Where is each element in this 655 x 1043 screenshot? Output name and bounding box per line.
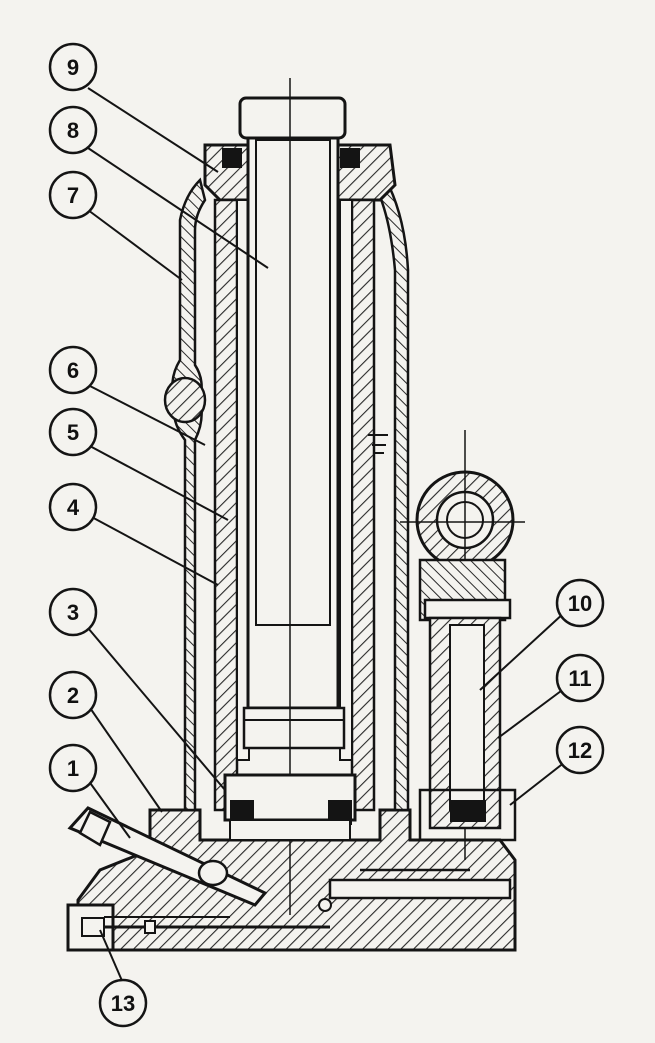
callout-leader-lines <box>87 87 566 984</box>
svg-text:13: 13 <box>111 991 135 1016</box>
main-cylinder <box>213 198 376 812</box>
jack-base <box>66 808 517 952</box>
callout-13: 13 <box>98 978 148 1028</box>
callout-9: 9 <box>48 42 98 92</box>
callout-11: 11 <box>555 653 605 703</box>
svg-text:9: 9 <box>67 55 79 80</box>
svg-text:2: 2 <box>67 683 79 708</box>
svg-text:11: 11 <box>568 666 591 691</box>
svg-text:8: 8 <box>67 118 79 143</box>
svg-text:1: 1 <box>67 756 79 781</box>
callout-5: 5 <box>48 407 98 457</box>
callout-10: 10 <box>555 578 605 628</box>
callout-6: 6 <box>48 345 98 395</box>
svg-text:10: 10 <box>568 591 592 616</box>
svg-text:3: 3 <box>67 600 79 625</box>
oil-level-mark <box>368 434 388 454</box>
callout-2: 2 <box>48 670 98 720</box>
svg-text:6: 6 <box>67 358 79 383</box>
callout-4: 4 <box>48 482 98 532</box>
release-valve-screw <box>67 806 268 907</box>
ram-plunger <box>238 78 347 915</box>
svg-text:12: 12 <box>568 738 592 763</box>
svg-text:5: 5 <box>67 420 79 445</box>
svg-text:4: 4 <box>67 495 80 520</box>
svg-text:7: 7 <box>67 183 79 208</box>
callout-1: 1 <box>48 743 98 793</box>
callout-3: 3 <box>48 587 98 637</box>
pump-assembly <box>400 430 525 860</box>
callout-8: 8 <box>48 105 98 155</box>
callout-12: 12 <box>555 725 605 775</box>
callout-7: 7 <box>48 170 98 220</box>
main-piston-seal <box>223 773 357 841</box>
